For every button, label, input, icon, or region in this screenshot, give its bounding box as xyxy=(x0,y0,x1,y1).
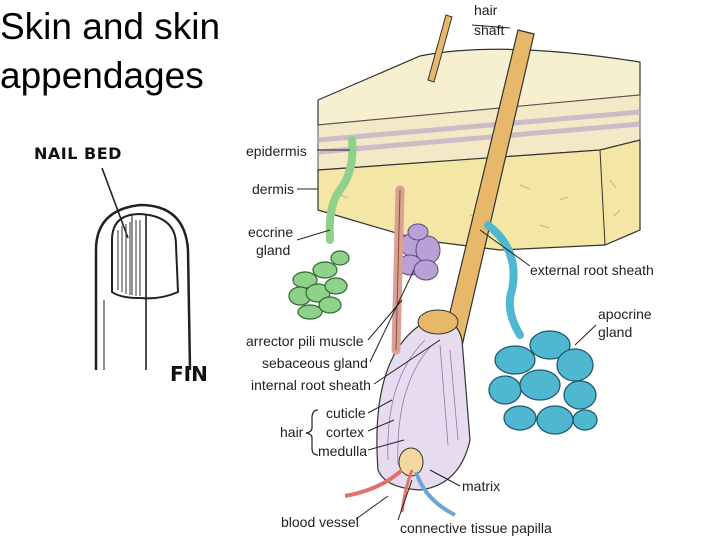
hair-follicle xyxy=(377,320,470,490)
label-apocrine-1: apocrine xyxy=(598,306,652,322)
label-medulla: medulla xyxy=(318,443,367,459)
label-hair-shaft-1: hair xyxy=(474,2,497,18)
label-dermis: dermis xyxy=(252,181,294,197)
label-arrector-pili-muscle: arrector pili muscle xyxy=(246,333,363,349)
label-matrix: matrix xyxy=(462,478,500,494)
hair-brace xyxy=(306,410,318,455)
label-sebaceous-gland: sebaceous gland xyxy=(262,355,368,371)
label-connective-tissue-papilla: connective tissue papilla xyxy=(400,520,552,536)
label-eccrine-2: gland xyxy=(256,242,290,258)
label-cortex: cortex xyxy=(326,424,364,440)
label-internal-root-sheath: internal root sheath xyxy=(251,377,371,393)
label-external-root-sheath: external root sheath xyxy=(530,262,654,278)
label-epidermis: epidermis xyxy=(246,143,307,159)
eccrine-gland-coil xyxy=(289,251,349,319)
label-eccrine-1: eccrine xyxy=(248,224,293,240)
label-hair: hair xyxy=(280,424,303,440)
label-cuticle: cuticle xyxy=(326,405,366,421)
label-hair-shaft-2: shaft xyxy=(474,22,504,38)
apocrine-gland-coil xyxy=(489,331,597,434)
label-apocrine-2: gland xyxy=(598,324,632,340)
label-blood-vessel: blood vessel xyxy=(281,514,359,530)
